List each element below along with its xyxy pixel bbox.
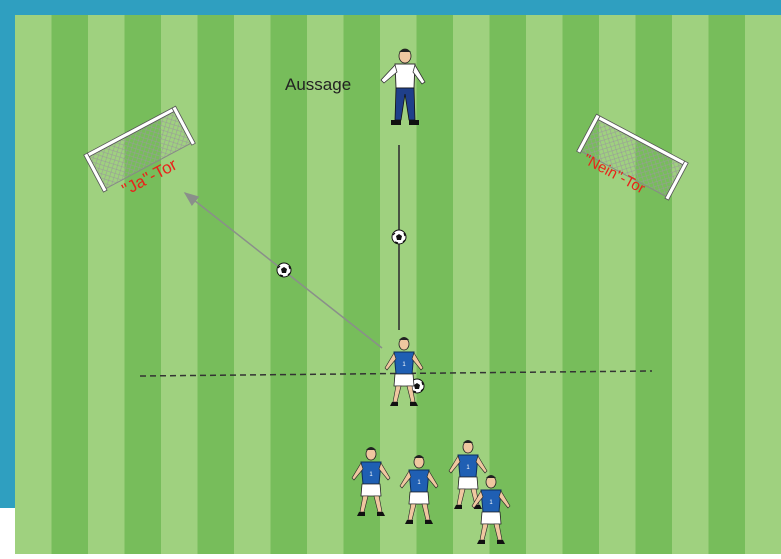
pitch-stripe [635, 15, 672, 554]
pitch-stripe [161, 15, 198, 554]
pitch-stripe [526, 15, 563, 554]
pitch-stripe [562, 15, 599, 554]
pitch-stripe [708, 15, 745, 554]
goal-net-icon [83, 105, 196, 193]
goal-net-icon [576, 113, 689, 201]
pitch-stripe [599, 15, 636, 554]
statement-label: Aussage [285, 75, 351, 94]
pitch-stripe [489, 15, 526, 554]
pitch-stripe [307, 15, 344, 554]
pitch-stripe [672, 15, 709, 554]
pitch-stripe [88, 15, 125, 554]
soccer-ball-icon [391, 229, 407, 245]
pitch-stripe [234, 15, 271, 554]
dashed-line [139, 370, 653, 377]
coach-icon [380, 48, 426, 125]
pitch-stripe [51, 15, 88, 554]
pitch-stripe [197, 15, 234, 554]
pitch-stripe [124, 15, 161, 554]
soccer-ball-icon [276, 262, 292, 278]
pitch-stripe [745, 15, 781, 554]
pitch-stripe [15, 15, 52, 554]
